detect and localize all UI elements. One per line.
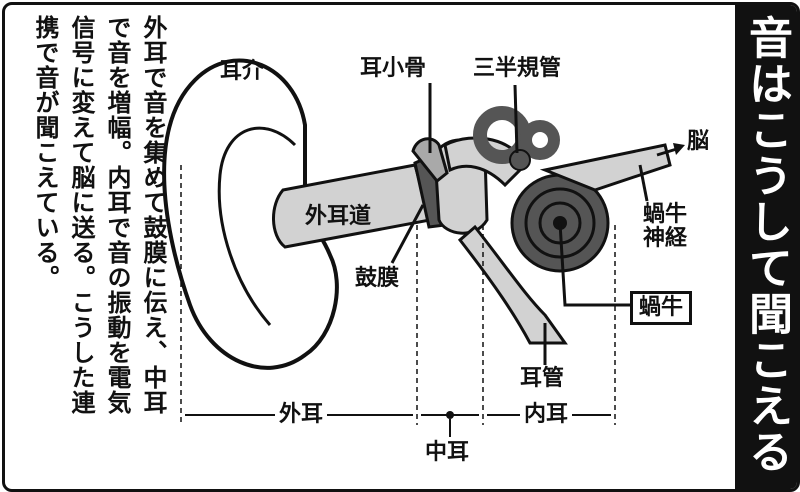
title-band: 音はこうして聞こえる: [735, 5, 797, 489]
cochlear-nerve-shape: [539, 143, 672, 192]
semicircular-canal-inner: [509, 149, 531, 171]
description-line-3: 信号に変えて脳に送る。こうした連: [67, 15, 95, 415]
label-eustachian: 耳管: [520, 366, 565, 391]
leader-semicircular: [513, 84, 519, 154]
cochlea-spiral-1: [524, 187, 596, 259]
brain-arrowhead: [673, 143, 685, 155]
label-ear-canal: 外耳道: [305, 204, 372, 229]
description-line-2: で音を増幅。内耳で音の振動を電気: [103, 15, 131, 415]
ear-canal-shape: [272, 163, 432, 249]
auricle-inner-fold: [217, 126, 297, 326]
title: 音はこうして聞こえる: [741, 15, 792, 475]
ear-illustration: [162, 58, 685, 437]
label-auricle: 耳介: [220, 59, 265, 84]
label-middle-ear: 中耳: [425, 440, 470, 465]
label-cochlear-nerve: 蝸牛神経: [642, 202, 687, 251]
description-line-4: 携で音が聞こえている。: [31, 15, 59, 290]
auricle-shape: [162, 58, 339, 370]
leader-nerve: [638, 164, 649, 202]
description-line-1: 外耳で音を集めて鼓膜に伝え、中耳: [139, 15, 167, 415]
label-eardrum: 鼓膜: [355, 266, 400, 291]
leader-eardrum: [390, 204, 425, 264]
label-cochlea: 蝸牛: [630, 291, 693, 325]
label-ossicles: 耳小骨: [360, 56, 427, 81]
label-semicircular: 三半規管: [473, 56, 562, 81]
label-inner-ear: 内耳: [520, 403, 573, 427]
semicircular-canal-right: [520, 120, 560, 160]
middle-ear-dot: [446, 411, 454, 419]
label-brain: 脳: [687, 129, 710, 154]
leader-cochlea: [558, 222, 630, 307]
label-outer-ear: 外耳: [275, 403, 328, 427]
